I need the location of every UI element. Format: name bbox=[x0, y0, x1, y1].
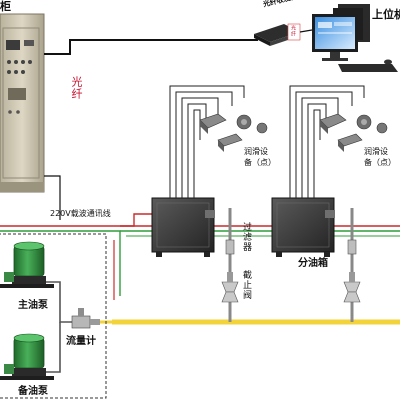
lube-tubes-2 bbox=[289, 85, 365, 198]
drop-pipe-2 bbox=[343, 208, 361, 322]
lube-point-1-label: 润滑设备（点） bbox=[244, 147, 276, 167]
distribution-box-2 bbox=[271, 197, 335, 257]
network-cable bbox=[299, 29, 313, 33]
control-cabinet bbox=[0, 13, 45, 193]
pump-station-frame bbox=[0, 233, 107, 399]
lube-point-2-label: 润滑设备（点） bbox=[364, 147, 396, 167]
host-computer-label: 上位机 bbox=[372, 8, 400, 21]
host-computer bbox=[312, 4, 398, 72]
main-pump bbox=[0, 241, 54, 288]
stop-valve-label: 截止阀 bbox=[241, 270, 251, 300]
main-pump-label: 主油泵 bbox=[18, 300, 48, 311]
power-line-red bbox=[0, 213, 152, 227]
main-pump-outlet bbox=[46, 281, 72, 323]
fiber-transceiver-tag-label: 光纤 bbox=[290, 25, 296, 37]
lube-point-equipment-1 bbox=[199, 113, 268, 152]
fiber-optic-label: 光纤 bbox=[70, 76, 83, 100]
lube-point-equipment-2 bbox=[319, 113, 388, 152]
cabinet-signal-line bbox=[44, 175, 61, 220]
powerline-label: 220V载波通讯线 bbox=[50, 209, 111, 218]
filter-label: 过滤器 bbox=[241, 222, 251, 252]
flow-meter-label: 流量计 bbox=[66, 336, 96, 347]
backup-pump-label: 备油泵 bbox=[18, 386, 48, 397]
distribution-box-label: 分油箱 bbox=[298, 258, 328, 269]
distribution-box-1 bbox=[151, 197, 215, 257]
drop-pipe-1 bbox=[221, 208, 239, 322]
backup-pump bbox=[0, 333, 54, 380]
backup-pump-outlet bbox=[46, 322, 61, 373]
flow-meter bbox=[71, 308, 100, 329]
transceiver-tag bbox=[287, 23, 301, 41]
control-cabinet-label: 柜 bbox=[0, 0, 11, 13]
fiber-optic-cable bbox=[44, 39, 258, 55]
